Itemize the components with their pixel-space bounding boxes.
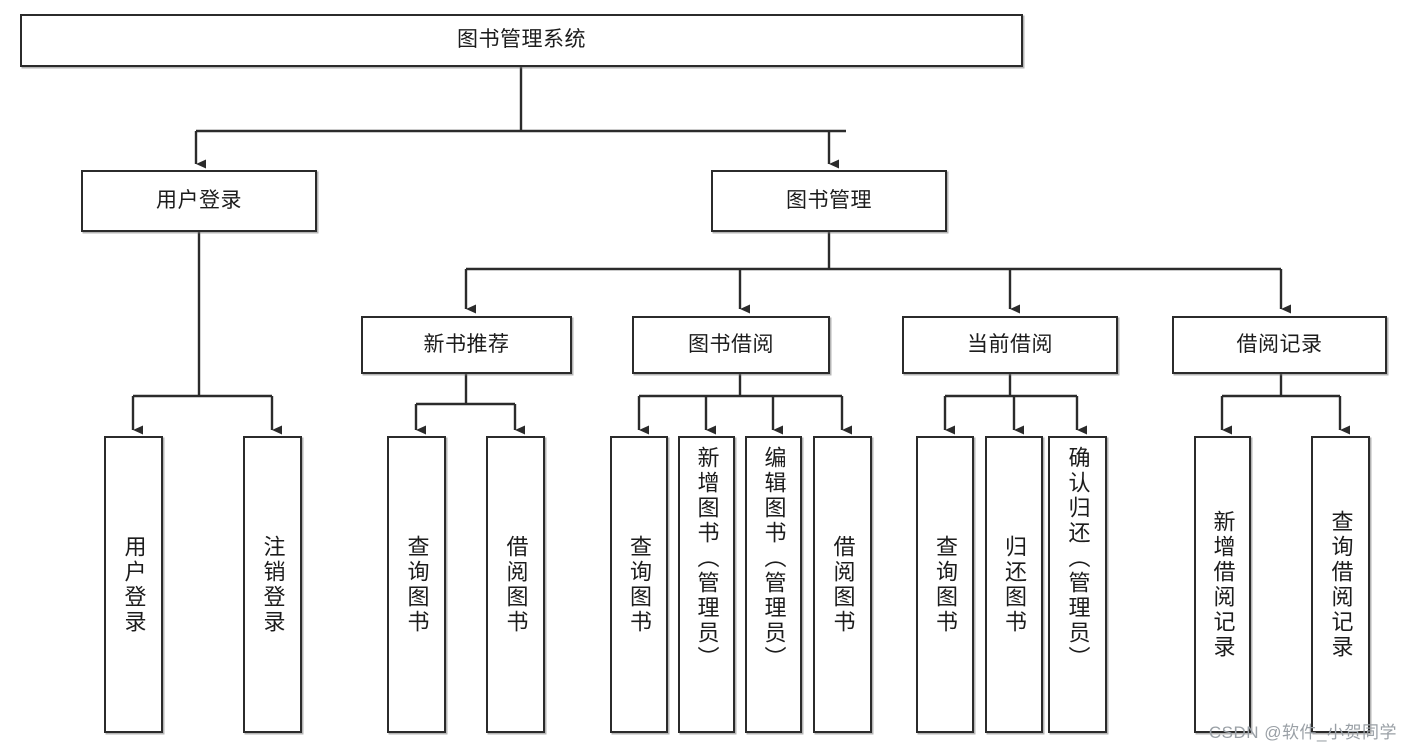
node-leaf-add-record[interactable]: 新增借阅记录 [1194, 436, 1251, 733]
node-leaf-query-book-2[interactable]: 查询图书 [610, 436, 668, 733]
node-leaf-return-book-label: 归还图书 [1002, 534, 1027, 635]
node-leaf-add-book[interactable]: 新增图书（管理员） [678, 436, 735, 733]
node-leaf-borrow-book-2[interactable]: 借阅图书 [813, 436, 872, 733]
node-leaf-borrow-book-2-label: 借阅图书 [830, 534, 856, 635]
node-leaf-confirm-return[interactable]: 确认归还（管理员） [1048, 436, 1107, 733]
node-leaf-confirm-return-label: 确认归还（管理员） [1065, 446, 1091, 671]
node-current-borrow[interactable]: 当前借阅 [902, 316, 1118, 374]
node-user-login[interactable]: 用户登录 [81, 170, 317, 232]
node-leaf-borrow-book-1-label: 借阅图书 [503, 534, 529, 635]
node-leaf-user-login-label: 用户登录 [121, 534, 147, 635]
node-book-borrow-label: 图书借阅 [688, 332, 774, 356]
node-leaf-query-book-1-label: 查询图书 [404, 534, 430, 635]
node-leaf-query-book-3-label: 查询图书 [933, 534, 958, 635]
node-leaf-return-book[interactable]: 归还图书 [985, 436, 1043, 733]
node-book-manage[interactable]: 图书管理 [711, 170, 947, 232]
node-leaf-add-record-label: 新增借阅记录 [1210, 509, 1236, 660]
node-current-borrow-label: 当前借阅 [967, 332, 1053, 356]
node-leaf-borrow-book-1[interactable]: 借阅图书 [486, 436, 545, 733]
node-new-book-recommend-label: 新书推荐 [423, 332, 510, 356]
node-leaf-edit-book-label: 编辑图书（管理员） [761, 446, 787, 671]
node-leaf-logout-label: 注销登录 [260, 534, 286, 635]
node-leaf-query-book-1[interactable]: 查询图书 [387, 436, 446, 733]
node-leaf-logout[interactable]: 注销登录 [243, 436, 302, 733]
node-user-login-label: 用户登录 [156, 188, 242, 212]
node-root-label: 图书管理系统 [457, 28, 586, 52]
node-leaf-query-book-2-label: 查询图书 [627, 534, 652, 635]
node-leaf-query-book-3[interactable]: 查询图书 [916, 436, 974, 733]
node-leaf-add-book-label: 新增图书（管理员） [694, 446, 720, 671]
node-borrow-record-label: 借阅记录 [1236, 332, 1323, 356]
node-book-borrow[interactable]: 图书借阅 [632, 316, 830, 374]
node-new-book-recommend[interactable]: 新书推荐 [361, 316, 572, 374]
node-leaf-user-login[interactable]: 用户登录 [104, 436, 163, 733]
node-root[interactable]: 图书管理系统 [20, 14, 1023, 67]
node-borrow-record[interactable]: 借阅记录 [1172, 316, 1387, 374]
node-leaf-edit-book[interactable]: 编辑图书（管理员） [745, 436, 802, 733]
node-leaf-query-record-label: 查询借阅记录 [1328, 509, 1354, 660]
node-leaf-query-record[interactable]: 查询借阅记录 [1311, 436, 1370, 733]
node-book-manage-label: 图书管理 [786, 188, 872, 212]
